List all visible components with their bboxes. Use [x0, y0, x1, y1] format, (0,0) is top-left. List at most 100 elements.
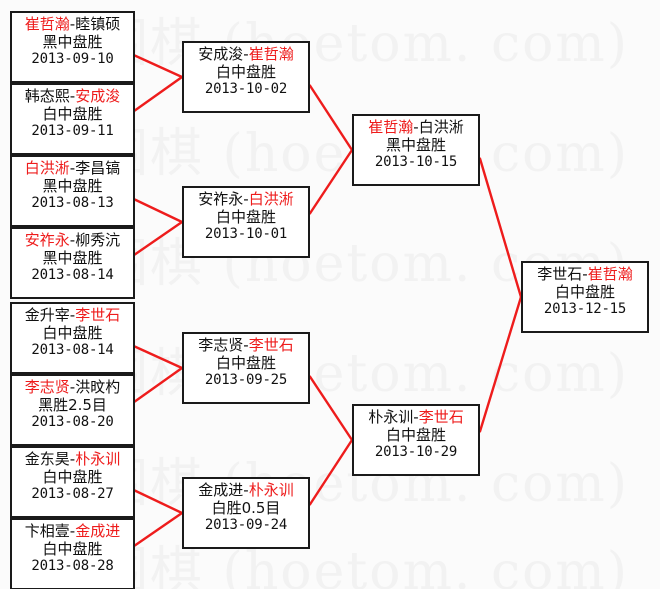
connector-line — [308, 84, 354, 152]
watermark-text: 围棋 (hoetom. com) — [96, 14, 629, 74]
player-separator: - — [243, 481, 249, 499]
player-right: 崔哲瀚 — [587, 265, 633, 283]
connector-line — [308, 148, 354, 215]
player-separator: - — [69, 378, 76, 396]
connector-line — [478, 157, 523, 299]
connector-line — [133, 489, 184, 515]
player-separator: - — [69, 450, 76, 468]
player-separator: - — [243, 45, 249, 63]
connector-line — [133, 220, 184, 256]
match-players: 金升宰-李世石 — [14, 306, 131, 325]
match-result: 黑胜2.5目 — [38, 395, 107, 414]
match-date: 2013-08-14 — [31, 342, 114, 359]
match-date: 2013-09-24 — [204, 517, 288, 534]
connector-line — [308, 438, 354, 506]
match-date: 2013-08-20 — [31, 414, 114, 431]
match-players: 安成浚-崔哲瀚 — [186, 45, 306, 64]
player-right: 白洪淅 — [418, 118, 464, 136]
match-players: 李世石-崔哲瀚 — [525, 265, 645, 284]
match-result: 白中盘胜 — [385, 425, 446, 444]
player-left: 金成进 — [198, 481, 244, 499]
match-players: 崔哲瀚-睦镇硕 — [14, 15, 131, 34]
match-result: 白中盘胜 — [215, 62, 276, 81]
match-date: 2013-09-11 — [31, 123, 114, 140]
connector-line — [133, 511, 184, 547]
match-result: 白中盘胜 — [42, 467, 103, 486]
match-date: 2013-08-13 — [31, 195, 114, 212]
player-right: 柳秀沆 — [75, 231, 121, 249]
player-left: 韩态熙 — [24, 87, 70, 105]
player-separator: - — [243, 336, 249, 354]
watermark-text: 围棋 (hoetom. com) — [96, 344, 629, 404]
player-left: 李志贤 — [198, 336, 244, 354]
player-right: 李世石 — [75, 306, 121, 324]
match-players: 卞相壹-金成进 — [14, 522, 131, 541]
match-result: 黑中盘胜 — [42, 176, 103, 195]
match-date: 2013-08-27 — [31, 486, 114, 503]
match-players: 崔哲瀚-白洪淅 — [356, 118, 476, 137]
match-result: 白中盘胜 — [554, 282, 615, 301]
match-date: 2013-10-15 — [374, 154, 458, 171]
player-right: 安成浚 — [75, 87, 121, 105]
player-right: 白洪淅 — [248, 190, 294, 208]
player-separator: - — [413, 408, 419, 426]
player-right: 朴永训 — [248, 481, 294, 499]
player-left: 朴永训 — [368, 408, 414, 426]
player-left: 安成浚 — [198, 45, 244, 63]
player-separator: - — [243, 190, 249, 208]
match-date: 2013-10-02 — [204, 81, 288, 98]
match-result: 黑中盘胜 — [42, 248, 103, 267]
player-right: 李世石 — [418, 408, 464, 426]
player-left: 崔哲瀚 — [24, 15, 70, 33]
connector-line — [133, 345, 184, 370]
player-separator: - — [69, 159, 76, 177]
player-separator: - — [69, 306, 76, 324]
match-result: 白胜0.5目 — [211, 498, 281, 517]
match-result: 白中盘胜 — [215, 207, 276, 226]
player-right: 金成进 — [75, 522, 121, 540]
match-date: 2013-08-28 — [31, 558, 114, 575]
player-right: 李世石 — [248, 336, 294, 354]
player-left: 李志贤 — [24, 378, 70, 396]
match-players: 朴永训-李世石 — [356, 408, 476, 427]
match-result: 黑中盘胜 — [42, 32, 103, 51]
player-right: 睦镇硕 — [75, 15, 121, 33]
player-left: 白洪淅 — [24, 159, 70, 177]
match-players: 安祚永-白洪淅 — [186, 190, 306, 209]
player-right: 朴永训 — [75, 450, 121, 468]
player-left: 金升宰 — [24, 306, 70, 324]
player-separator: - — [582, 265, 588, 283]
player-left: 崔哲瀚 — [368, 118, 414, 136]
match-date: 2013-10-29 — [374, 444, 458, 461]
player-left: 卞相壹 — [24, 522, 70, 540]
connector-line — [133, 366, 184, 403]
match-date: 2013-12-15 — [543, 301, 627, 318]
match-players: 李志贤-洪旼杓 — [14, 378, 131, 397]
player-right: 李昌镐 — [75, 159, 121, 177]
match-result: 白中盘胜 — [42, 539, 103, 558]
match-date: 2013-08-14 — [31, 267, 114, 284]
match-result: 白中盘胜 — [42, 104, 103, 123]
match-date: 2013-09-25 — [204, 372, 288, 389]
player-left: 李世石 — [537, 265, 583, 283]
connector-line — [133, 75, 184, 112]
match-players: 白洪淅-李昌镐 — [14, 159, 131, 178]
player-separator: - — [413, 118, 419, 136]
connector-line — [133, 54, 184, 79]
